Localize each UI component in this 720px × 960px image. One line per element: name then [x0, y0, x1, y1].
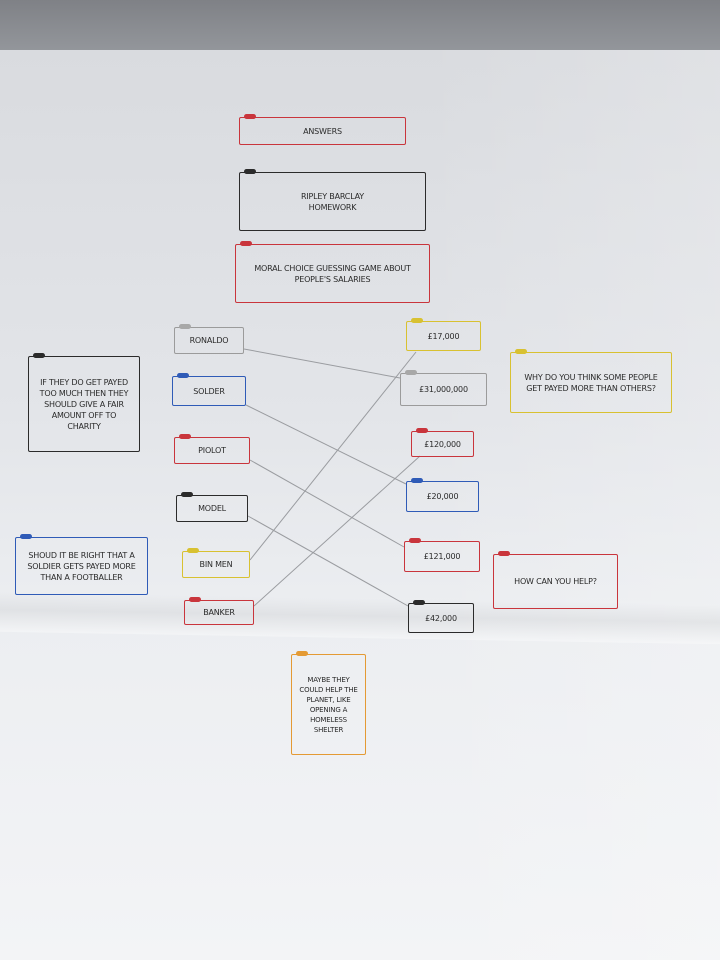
salary-120000: £120,000 — [411, 428, 474, 457]
connector-banker — [253, 455, 421, 607]
red-tab-icon — [189, 597, 201, 602]
gray-tab-icon — [179, 324, 191, 329]
salary-label: £20,000 — [426, 492, 459, 501]
salary-label: £31,000,000 — [419, 385, 468, 394]
author-label: RIPLEY BARCLAY HOMEWORK — [301, 191, 364, 212]
yellow-tab-icon — [515, 349, 527, 354]
job-label: RONALDO — [189, 336, 229, 345]
note-soldier: SHOUD IT BE RIGHT THAT A SOLDIER GETS PA… — [15, 534, 148, 595]
note-why: WHY DO YOU THINK SOME PEOPLE GET PAYED M… — [510, 349, 672, 413]
subtitle-box: MORAL CHOICE GUESSING GAME ABOUT PEOPLE'… — [235, 241, 430, 303]
note-help-text: HOW CAN YOU HELP? — [514, 577, 597, 586]
salary-label: £120,000 — [424, 439, 461, 449]
blue-tab-icon — [20, 534, 32, 539]
job-label: SOLDER — [193, 386, 225, 396]
connector-solder — [245, 404, 407, 485]
connector-piolot — [249, 459, 405, 548]
red-tab-icon — [416, 428, 428, 433]
answers-box: ANSWERS — [239, 114, 406, 145]
note-help: HOW CAN YOU HELP? — [493, 551, 618, 609]
blue-tab-icon — [411, 478, 423, 483]
author-box: RIPLEY BARCLAY HOMEWORK — [239, 169, 426, 231]
connector-model — [247, 515, 409, 607]
note-soldier-text: SHOUD IT BE RIGHT THAT A SOLDIER GETS PA… — [27, 550, 136, 582]
black-tab-icon — [244, 169, 256, 174]
note-planet-text: MAYBE THEY COULD HELP THE PLANET, LIKE O… — [299, 675, 358, 734]
job-bin-men: BIN MEN — [182, 548, 250, 578]
light-glare — [420, 50, 720, 960]
yellow-tab-icon — [411, 318, 423, 323]
salary-42000: £42,000 — [408, 600, 474, 633]
answers-label: ANSWERS — [303, 126, 342, 136]
connector-ronaldo — [243, 348, 401, 379]
note-charity: IF THEY DO GET PAYED TOO MUCH THEN THEY … — [28, 353, 140, 452]
salary-label: £121,000 — [423, 552, 461, 561]
salary-121000: £121,000 — [404, 538, 480, 572]
job-label: BANKER — [203, 608, 235, 617]
note-planet: MAYBE THEY COULD HELP THE PLANET, LIKE O… — [291, 651, 366, 755]
black-tab-icon — [33, 353, 45, 358]
paper-sheet — [0, 50, 720, 960]
note-why-text: WHY DO YOU THINK SOME PEOPLE GET PAYED M… — [524, 372, 658, 393]
yellow-tab-icon — [187, 548, 199, 553]
red-tab-icon — [409, 538, 421, 543]
black-tab-icon — [181, 492, 193, 497]
job-solder: SOLDER — [172, 373, 246, 406]
blue-tab-icon — [177, 373, 189, 378]
job-banker: BANKER — [184, 597, 254, 625]
job-ronaldo: RONALDO — [174, 324, 244, 354]
gray-tab-icon — [405, 370, 417, 375]
job-piolot: PIOLOT — [174, 434, 250, 464]
salary-label: £17,000 — [427, 331, 460, 341]
salary-label: £42,000 — [425, 613, 457, 623]
note-charity-text: IF THEY DO GET PAYED TOO MUCH THEN THEY … — [39, 377, 129, 431]
connector-bin-men — [249, 351, 417, 561]
red-tab-icon — [498, 551, 510, 556]
red-tab-icon — [179, 434, 191, 439]
salary-17000: £17,000 — [406, 318, 481, 351]
salary-20000: £20,000 — [406, 478, 479, 512]
black-tab-icon — [413, 600, 425, 605]
red-tab-icon — [244, 114, 256, 119]
red-tab-icon — [240, 241, 252, 246]
job-label: BIN MEN — [199, 560, 233, 569]
salary-31000000: £31,000,000 — [400, 370, 487, 406]
job-label: PIOLOT — [198, 446, 226, 455]
job-label: MODEL — [198, 504, 226, 513]
job-model: MODEL — [176, 492, 248, 522]
orange-tab-icon — [296, 651, 308, 656]
subtitle-label: MORAL CHOICE GUESSING GAME ABOUT PEOPLE'… — [254, 263, 411, 284]
